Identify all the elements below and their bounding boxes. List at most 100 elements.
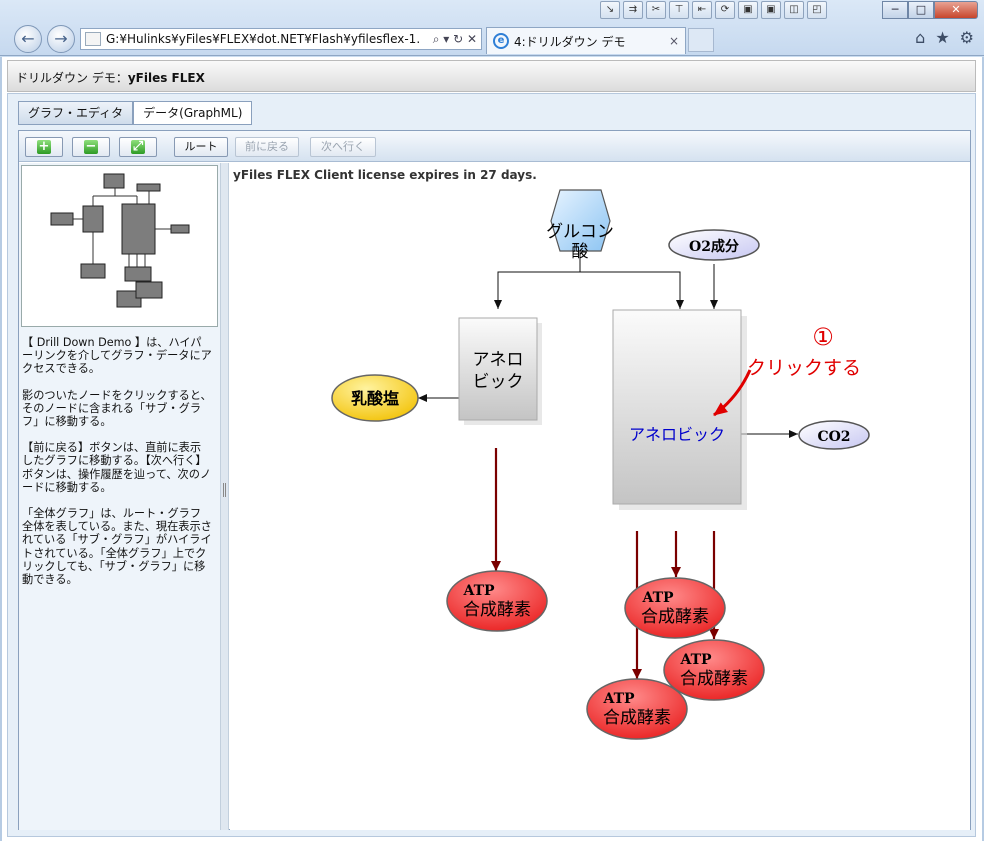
plus-icon: +: [37, 139, 51, 154]
editor-panel: + − ⤢ ルート 前に戻る 次へ行く: [18, 130, 971, 830]
sidebar: 【 Drill Down Demo 】は、ハイパーリンクを介してグラフ・データに…: [19, 163, 220, 830]
node-anaerobic-small[interactable]: アネロ ビック: [458, 317, 542, 425]
splitter-handle[interactable]: [220, 163, 229, 830]
strip-icon[interactable]: ⊤: [669, 1, 689, 19]
strip-icon[interactable]: ✂: [646, 1, 666, 19]
strip-icon[interactable]: ◰: [807, 1, 827, 19]
node-atp-4[interactable]: ATP 合成酵素: [586, 678, 688, 740]
close-window-button[interactable]: ✕: [934, 1, 978, 19]
page-icon: [85, 32, 101, 46]
gluconic-label-1: グルコン: [546, 222, 614, 242]
o2-label: O2成分: [689, 238, 739, 255]
zoom-out-button[interactable]: −: [72, 137, 110, 157]
grip-icon: [223, 483, 226, 497]
minus-icon: −: [84, 139, 98, 154]
tab-graphml-data[interactable]: データ(GraphML): [133, 101, 253, 125]
root-button[interactable]: ルート: [174, 137, 228, 157]
anaerobic-small-label-1: アネロ: [473, 350, 524, 370]
node-lactate[interactable]: 乳酸塩: [331, 374, 419, 422]
app-title-prefix: ドリルダウン デモ：: [16, 71, 128, 85]
edges-black: [418, 247, 798, 438]
tab-close-icon[interactable]: ×: [668, 34, 679, 48]
fit-content-button[interactable]: ⤢: [119, 137, 157, 157]
back-button[interactable]: 前に戻る: [235, 137, 299, 157]
description-text: 【 Drill Down Demo 】は、ハイパーリンクを介してグラフ・データに…: [22, 336, 212, 599]
tab-graph-editor[interactable]: グラフ・エディタ: [18, 101, 134, 125]
app-body: グラフ・エディタ データ(GraphML) + − ⤢ ルート 前に戻る 次へ行…: [7, 93, 976, 837]
license-notice: yFiles FLEX Client license expires in 27…: [233, 168, 537, 182]
strip-icon[interactable]: ⇤: [692, 1, 712, 19]
atp-sub-label: 合成酵素: [463, 600, 531, 620]
strip-icon[interactable]: ⟳: [715, 1, 735, 19]
strip-icon[interactable]: ▣: [738, 1, 758, 19]
ie-icon: e: [493, 33, 509, 49]
address-bar[interactable]: G:¥Hulinks¥yFiles¥FLEX¥dot.NET¥Flash¥yfi…: [80, 28, 482, 50]
overview-node: [80, 263, 106, 279]
strip-icon[interactable]: ⇉: [623, 1, 643, 19]
description-paragraph: 【 Drill Down Demo 】は、ハイパーリンクを介してグラフ・データに…: [22, 336, 212, 376]
forward-arrow-icon[interactable]: →: [47, 25, 75, 53]
anaerobic-small-label-2: ビック: [473, 372, 524, 392]
atp-sub-label: 合成酵素: [680, 669, 748, 689]
edge-gluconic-to-anaerobic-small: [494, 247, 581, 309]
gluconic-label-2: 酸: [572, 242, 589, 262]
node-co2[interactable]: CO2: [798, 420, 870, 450]
annotation-text: クリックする: [747, 357, 861, 379]
strip-icon[interactable]: ↘: [600, 1, 620, 19]
new-tab-button[interactable]: [688, 28, 714, 52]
graph-overview[interactable]: [21, 165, 218, 327]
overview-node: [116, 290, 142, 308]
overview-node: [50, 212, 74, 226]
overview-graph: [50, 173, 190, 308]
view-tabs: グラフ・エディタ データ(GraphML): [18, 101, 253, 125]
node-anaerobic-big[interactable]: アネロビック: [612, 309, 747, 510]
strip-icon[interactable]: ▣: [761, 1, 781, 19]
atp-sub-label: 合成酵素: [603, 708, 671, 728]
browser-tab[interactable]: e 4:ドリルダウン デモ ×: [486, 27, 686, 54]
tab-title: 4:ドリルダウン デモ: [514, 34, 626, 49]
node-atp-2[interactable]: ATP 合成酵素: [624, 577, 726, 639]
description-paragraph: 影のついたノードをクリックすると、そのノードに含まれる「サブ・グラフ」に移動する…: [22, 388, 212, 429]
atp-label: ATP: [641, 590, 674, 606]
node-o2[interactable]: O2成分: [668, 229, 760, 261]
annotation-arrow: [713, 369, 752, 417]
overview-node: [124, 266, 152, 282]
node-atp-3[interactable]: ATP 合成酵素: [663, 639, 765, 701]
co2-label: CO2: [817, 429, 850, 445]
address-url[interactable]: G:¥Hulinks¥yFiles¥FLEX¥dot.NET¥Flash¥yfi…: [106, 32, 421, 46]
settings-gear-icon[interactable]: ⚙: [959, 28, 974, 47]
overview-node: [121, 203, 156, 255]
node-gluconic-acid[interactable]: グルコン 酸: [546, 189, 614, 262]
overview-node: [135, 281, 163, 299]
annotation-number: ①: [812, 323, 834, 351]
maximize-button[interactable]: □: [908, 1, 934, 19]
window-controls: ─ □ ✕: [882, 1, 978, 19]
zoom-in-button[interactable]: +: [25, 137, 63, 157]
browser-right-icons: ⌂ ★ ⚙: [915, 28, 974, 47]
back-arrow-icon[interactable]: ←: [14, 25, 42, 53]
atp-label: ATP: [602, 691, 635, 707]
node-atp-1[interactable]: ATP 合成酵素: [446, 570, 548, 632]
taskbar-strip: ↘ ⇉ ✂ ⊤ ⇤ ⟳ ▣ ▣ ◫ ◰: [600, 1, 827, 21]
edge-gluconic-to-anaerobic-big: [580, 271, 684, 309]
minimize-button[interactable]: ─: [882, 1, 908, 19]
editor-toolbar: + − ⤢ ルート 前に戻る 次へ行く: [19, 131, 970, 162]
overview-node: [103, 173, 125, 189]
description-paragraph: 「全体グラフ」は、ルート・グラフ全体を表している。また、現在表示されている「サブ…: [22, 507, 212, 587]
address-controls[interactable]: ⌕ ▾ ↻ ✕: [432, 31, 477, 46]
strip-icon[interactable]: ◫: [784, 1, 804, 19]
app-header: ドリルダウン デモ：yFiles FLEX: [7, 60, 976, 92]
overview-node: [170, 224, 190, 234]
click-annotation: ① クリックする: [713, 323, 861, 417]
anaerobic-big-link: アネロビック: [629, 425, 725, 444]
forward-button[interactable]: 次へ行く: [310, 137, 376, 157]
lactate-label: 乳酸塩: [351, 389, 399, 408]
description-paragraph: 【前に戻る】ボタンは、直前に表示したグラフに移動する。【次へ行く】ボタンは、操作…: [22, 441, 212, 494]
app-title-brand: yFiles FLEX: [127, 71, 205, 85]
favorites-star-icon[interactable]: ★: [935, 28, 950, 47]
home-icon[interactable]: ⌂: [915, 28, 926, 47]
atp-sub-label: 合成酵素: [641, 607, 709, 627]
overview-node: [82, 205, 104, 233]
overview-node: [136, 183, 161, 192]
graph-canvas[interactable]: yFiles FLEX Client license expires in 27…: [230, 163, 970, 830]
